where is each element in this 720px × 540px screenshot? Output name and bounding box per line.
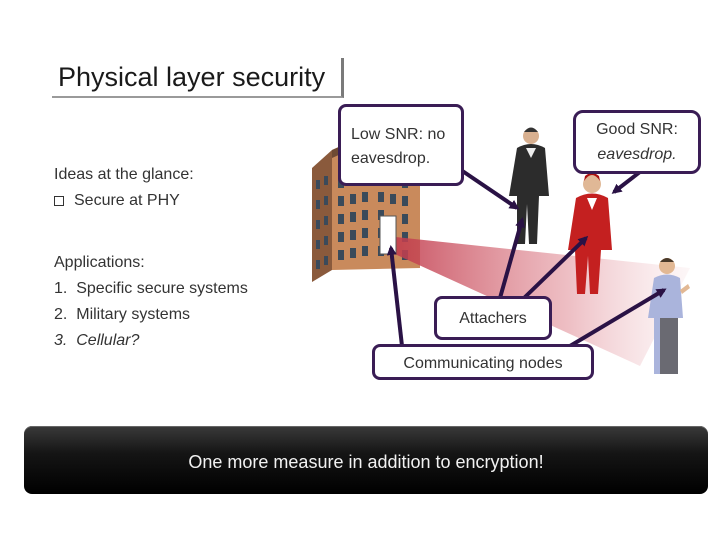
list-item: 3. Cellular? <box>54 332 140 349</box>
attachers-callout: Attachers <box>434 296 552 340</box>
ideas-bullet: Secure at PHY <box>54 188 194 214</box>
arrow-nodes-to-person <box>568 288 667 348</box>
arrow-attachers-to-red <box>522 235 589 300</box>
applications-heading: Applications: <box>54 254 145 271</box>
summary-banner: One more measure in addition to encrypti… <box>24 426 708 494</box>
person-red-suit-icon <box>568 173 612 294</box>
arrow-nodes-to-tx <box>386 245 404 347</box>
person-dark-suit-icon <box>509 127 549 244</box>
arrow-lowsnr-to-dark <box>456 166 520 210</box>
arrow-attachers-to-dark <box>498 217 525 299</box>
ideas-bullet-text: Secure at PHY <box>74 192 180 209</box>
good-snr-callout: Good SNR: eavesdrop. <box>573 110 701 174</box>
communicating-nodes-callout: Communicating nodes <box>372 344 594 380</box>
low-snr-callout: Low SNR: no eavesdrop. <box>338 104 464 186</box>
applications-section: Applications: 1. Specific secure systems… <box>54 250 248 354</box>
list-item: 2. Military systems <box>54 306 191 323</box>
person-light-shirt-icon <box>648 258 690 374</box>
page-title: Physical layer security <box>58 62 326 92</box>
ideas-section: Ideas at the glance: Secure at PHY <box>54 162 194 214</box>
list-item: 1. Specific secure systems <box>54 280 248 297</box>
title-underline-frame <box>52 58 344 98</box>
transmitter-icon <box>379 215 397 255</box>
checkbox-bullet-icon <box>54 195 64 206</box>
ideas-heading: Ideas at the glance: <box>54 166 194 183</box>
